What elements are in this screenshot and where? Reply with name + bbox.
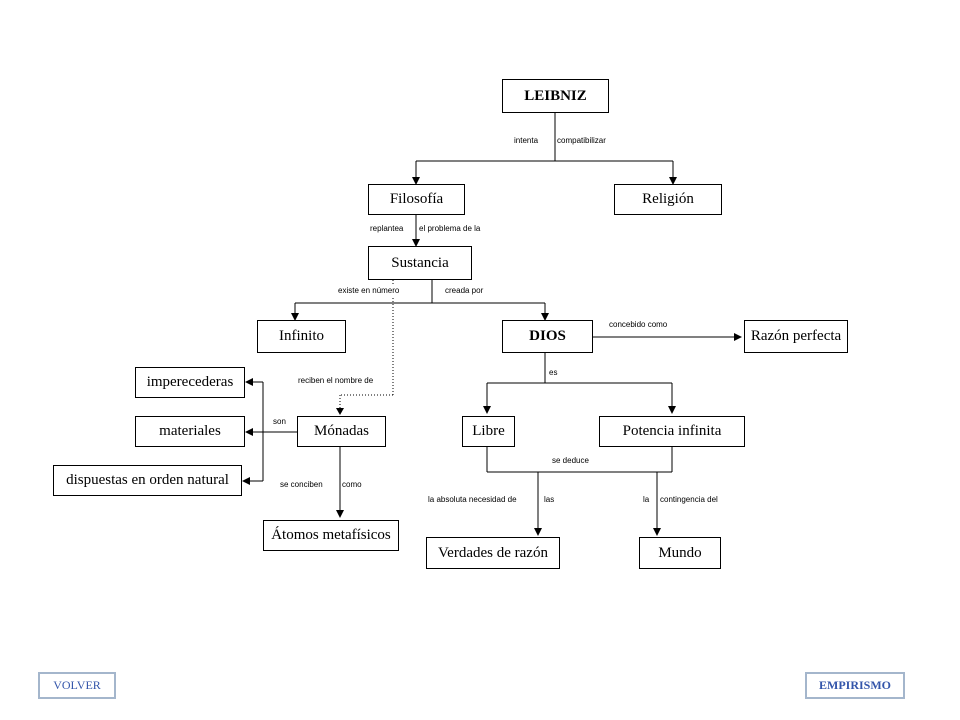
label-intenta: intenta [514,136,539,146]
label-la: la [643,495,650,505]
label-las: las [544,495,555,505]
label-son: son [273,417,286,427]
node-sustancia: Sustancia [368,246,472,280]
label-replantea: replantea [370,224,404,234]
label-se-deduce: se deduce [552,456,589,466]
volver-button[interactable]: VOLVER [38,672,116,699]
node-filosofia: Filosofía [368,184,465,215]
label-contingencia: contingencia del [660,495,718,505]
node-atomos: Átomos metafísicos [263,520,399,551]
label-existe: existe en número [338,286,400,296]
node-imperecederas: imperecederas [135,367,245,398]
label-creada: creada por [445,286,484,296]
label-compatibilizar: compatibilizar [557,136,606,146]
node-mundo: Mundo [639,537,721,569]
label-concebido: concebido como [609,320,668,330]
node-monadas: Mónadas [297,416,386,447]
node-potencia-infinita: Potencia infinita [599,416,745,447]
node-dispuestas: dispuestas en orden natural [53,465,242,496]
node-razon-perfecta: Razón perfecta [744,320,848,353]
label-se-conciben: se conciben [280,480,323,490]
label-como: como [342,480,362,490]
label-es: es [549,368,558,378]
node-verdades: Verdades de razón [426,537,560,569]
label-reciben: reciben el nombre de [298,376,374,386]
label-problema: el problema de la [419,224,481,234]
node-materiales: materiales [135,416,245,447]
node-infinito: Infinito [257,320,346,353]
empirismo-button[interactable]: EMPIRISMO [805,672,905,699]
node-libre: Libre [462,416,515,447]
node-leibniz: LEIBNIZ [502,79,609,113]
label-absoluta: la absoluta necesidad de [428,495,517,505]
node-dios: DIOS [502,320,593,353]
node-religion: Religión [614,184,722,215]
